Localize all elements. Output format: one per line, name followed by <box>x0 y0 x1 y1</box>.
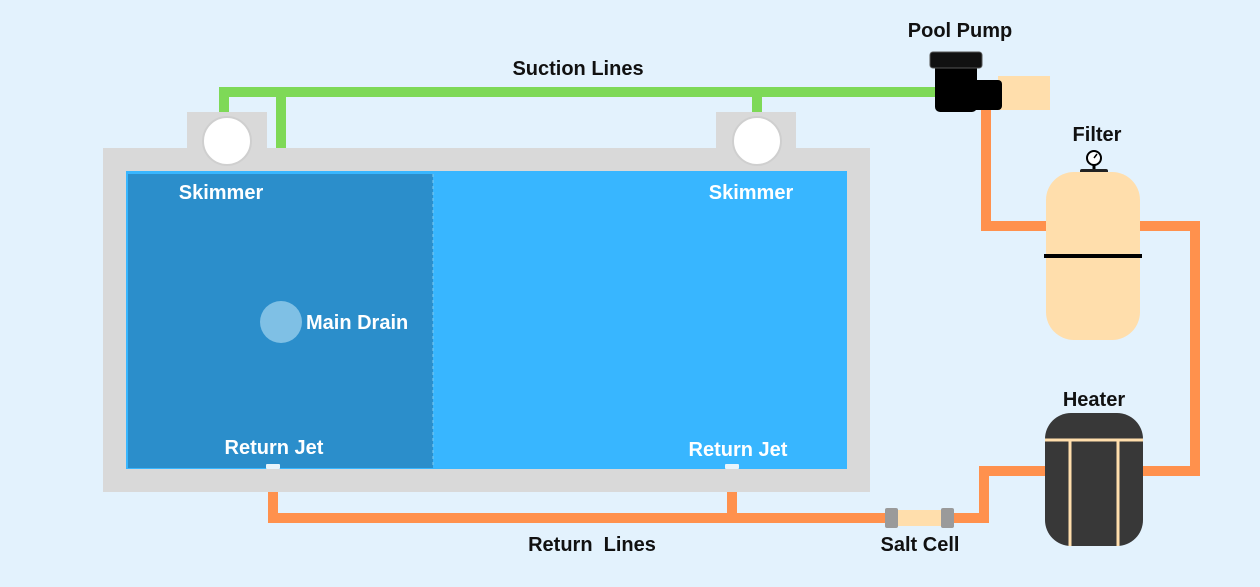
heater-icon <box>1045 413 1143 546</box>
return-jet-right-label: Return Jet <box>689 439 788 461</box>
suction-lines <box>219 87 935 148</box>
skimmer-left-label: Skimmer <box>179 182 264 204</box>
heater-label: Heater <box>1063 389 1125 411</box>
return-jet-nozzle-left <box>266 464 280 469</box>
main-drain-icon <box>260 301 302 343</box>
skimmer-icon <box>202 116 252 166</box>
salt-cell-union-right <box>941 508 954 528</box>
salt-cell-union-left <box>885 508 898 528</box>
skimmer-right-label: Skimmer <box>709 182 794 204</box>
pump-lid <box>929 51 983 69</box>
return-lines-label: Return Lines <box>528 534 656 556</box>
return-jet-nozzle-right <box>725 464 739 469</box>
salt-cell-label: Salt Cell <box>881 534 960 556</box>
filter-tank-icon <box>1044 150 1142 340</box>
line-heater-to-saltcell <box>950 466 1046 523</box>
return-jet-left-label: Return Jet <box>225 437 324 459</box>
main-drain-label: Main Drain <box>306 312 408 334</box>
line-pump-to-filter <box>981 108 1046 231</box>
pool-pump-label: Pool Pump <box>908 20 1012 42</box>
suction-lines-label: Suction Lines <box>512 58 643 80</box>
line-filter-to-heater <box>1140 221 1200 476</box>
salt-cell-body <box>893 510 945 526</box>
pump-outlet <box>998 76 1050 110</box>
suction-line-main <box>219 87 935 118</box>
pump-body <box>935 60 977 112</box>
skimmer-icon <box>732 116 782 166</box>
heater-body <box>1045 413 1143 546</box>
return-lines <box>268 108 1200 523</box>
pool <box>103 112 870 492</box>
labels: Pool Pump Suction Lines Filter Heater Sk… <box>179 20 1126 556</box>
line-saltcell-to-jets <box>268 490 886 523</box>
pool-pump-icon <box>929 51 1050 112</box>
filter-label: Filter <box>1073 124 1122 146</box>
salt-cell-icon <box>885 508 954 528</box>
